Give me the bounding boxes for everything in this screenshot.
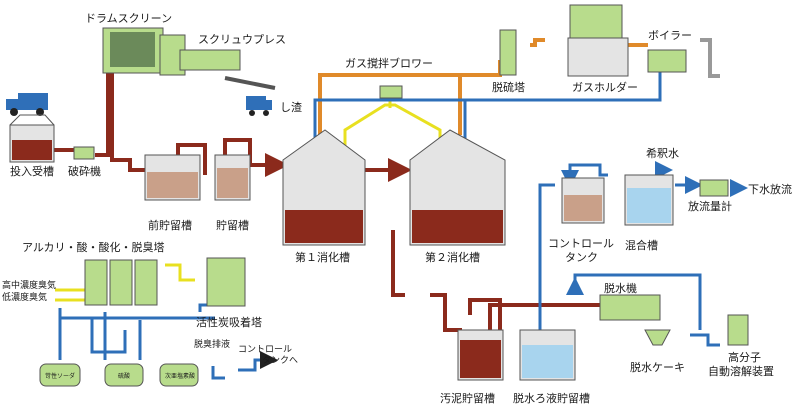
polymer-dissolver: [727, 314, 749, 346]
dewatering-machine: [599, 294, 661, 321]
sewer-discharge-label: 下水放流: [748, 183, 792, 196]
control-tank-label-line1: コントロール: [548, 237, 614, 250]
drum-screen-label: ドラムスクリーン: [85, 12, 173, 25]
screw-press: [159, 34, 276, 90]
to-control-tank-line1: コントロール: [238, 345, 293, 355]
scrubber-label: アルカリ・酸・酸化・脱臭塔: [22, 241, 165, 254]
dilution-water-label: 希釈水: [646, 147, 679, 160]
storage-label: 貯留槽: [216, 219, 249, 232]
drum-screen: [102, 27, 164, 74]
polymer-label-line2: 自動溶解装置: [708, 365, 774, 378]
dewatering-label: 脱水機: [604, 282, 637, 295]
to-control-tank-line2: タンクへ: [262, 356, 299, 366]
control-tank: [561, 177, 605, 224]
screw-press-label: スクリュウプレス: [198, 33, 286, 46]
crusher-label: 破砕機: [68, 165, 101, 178]
pre-storage-label: 前貯留槽: [148, 219, 192, 232]
low-odor-label: 低濃度臭気: [2, 293, 48, 303]
discharge-meter-label: 放流量計: [688, 200, 732, 213]
digester-2: [409, 129, 506, 246]
mixing-tank: [624, 174, 674, 226]
filtrate-tank-label: 脱水ろ液貯留槽: [513, 392, 590, 405]
gas-holder-label: ガスホルダー: [572, 81, 638, 94]
chem-tank-1-label: 苛性ソーダ: [45, 373, 76, 380]
carbon-tower-label: 活性炭吸着塔: [196, 316, 262, 329]
boiler: [647, 38, 720, 78]
desulfurizer: [499, 29, 517, 76]
polymer-label-line1: 高分子: [728, 351, 761, 364]
receiving-tank: [9, 114, 55, 163]
pre-storage-tank: [144, 154, 201, 201]
gas-blower: [379, 85, 403, 99]
storage-tank: [214, 154, 251, 201]
carbon-tower: [206, 257, 246, 307]
water-pipes: [58, 70, 748, 380]
cake-label: 脱水ケーキ: [630, 361, 685, 374]
chemical-tanks: [39, 363, 199, 387]
receiving-tank-label: 投入受槽: [10, 165, 54, 178]
deodor-drain-label: 脱臭排液: [194, 340, 231, 350]
high-odor-label: 高中濃度臭気: [2, 281, 57, 291]
mixing-tank-label: 混合槽: [625, 239, 658, 252]
discharge-meter: [699, 179, 729, 197]
sludge-tank-label: 汚泥貯留槽: [440, 392, 495, 405]
chem-tank-3-label: 次亜塩素酸: [165, 373, 196, 380]
sludge-storage-tank: [457, 329, 504, 381]
screenings-truck-icon: [246, 96, 272, 116]
filtrate-tank: [519, 329, 576, 381]
digester-1-label: 第１消化槽: [295, 251, 350, 264]
desulfurizer-label: 脱硫塔: [492, 81, 525, 94]
digester-2-label: 第２消化槽: [425, 251, 480, 264]
boiler-label: ボイラー: [648, 29, 692, 42]
control-tank-label-line2: タンク: [565, 251, 598, 264]
crusher: [73, 146, 95, 160]
screenings-label: し渣: [280, 101, 302, 114]
digester-1: [282, 129, 366, 246]
gas-blower-label: ガス撹拌ブロワー: [345, 57, 433, 70]
cake-hopper: [644, 329, 671, 346]
gas-holder: [567, 4, 629, 77]
delivery-truck-icon: [6, 93, 48, 116]
scrubber-towers: [84, 259, 158, 306]
chem-tank-2-label: 硫酸: [118, 373, 131, 380]
